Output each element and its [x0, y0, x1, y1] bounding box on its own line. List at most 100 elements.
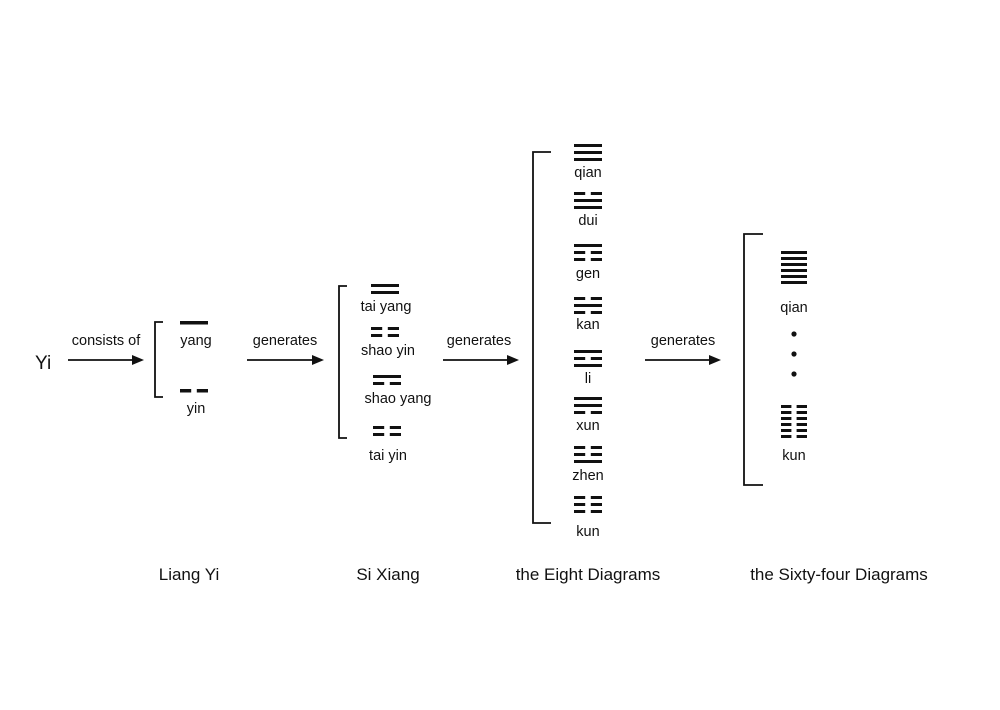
item-label-yin: yin: [187, 401, 206, 417]
symbol-kan: [574, 297, 602, 314]
symbol-xun: [574, 397, 602, 414]
edge-label: generates: [447, 333, 512, 349]
arrowhead-icon: [709, 355, 721, 365]
yin-line-segment: [574, 297, 586, 300]
edge-consists-of: consists of: [68, 333, 144, 365]
yin-line-segment: [796, 429, 807, 432]
yin-line-segment: [781, 429, 792, 432]
yin-line-segment: [574, 258, 586, 261]
yin-line-segment: [590, 251, 602, 254]
arrowhead-icon: [132, 355, 144, 365]
yin-line-segment: [590, 446, 602, 449]
yin-line-segment: [590, 453, 602, 456]
stage-title-sixty-four-diagrams: the Sixty-four Diagrams: [750, 565, 928, 584]
yin-line-segment: [781, 411, 792, 414]
group-liang-yi: yang yin: [180, 321, 212, 417]
stage-title-eight-diagrams: the Eight Diagrams: [516, 565, 661, 584]
arrowhead-icon: [312, 355, 324, 365]
item-label-kun: kun: [576, 524, 599, 540]
yin-line-segment: [796, 435, 807, 438]
yang-line: [781, 275, 807, 278]
yin-line-segment: [590, 297, 602, 300]
item-label-zhen: zhen: [572, 468, 603, 484]
ellipsis-dot: [791, 331, 797, 337]
symbol-hexagram-qian: [781, 251, 807, 284]
group-sixty-four-diagrams: qian kun: [780, 251, 808, 464]
yin-line-segment: [373, 433, 385, 436]
yang-line: [781, 251, 807, 254]
yin-line-segment: [590, 258, 602, 261]
yin-line-segment: [796, 405, 807, 408]
yin-line-segment: [373, 426, 385, 429]
yin-line-segment: [574, 496, 586, 499]
edge-label: consists of: [72, 333, 141, 349]
yin-line-segment: [590, 357, 602, 360]
yin-line-segment: [796, 417, 807, 420]
yang-line: [574, 350, 602, 353]
yin-line-segment: [590, 192, 602, 195]
yin-line-segment: [389, 433, 401, 436]
yin-line-segment: [781, 423, 792, 426]
yin-line-segment: [574, 357, 586, 360]
yang-line: [574, 158, 602, 161]
item-label-tai-yin: tai yin: [369, 448, 407, 464]
edge-label: generates: [651, 333, 716, 349]
item-label-kan: kan: [576, 317, 599, 333]
yang-line: [781, 269, 807, 272]
yang-line: [574, 460, 602, 463]
yin-line-segment: [371, 334, 383, 337]
yang-line: [574, 151, 602, 154]
bracket-sixty-four-diagrams: [743, 233, 763, 486]
yang-line: [574, 206, 602, 209]
symbol-kun: [574, 496, 602, 513]
bracket-si-xiang: [338, 285, 347, 439]
yin-line-segment: [590, 510, 602, 513]
yin-line-segment: [574, 503, 586, 506]
yin-line-segment: [371, 327, 383, 330]
item-label-qian: qian: [574, 165, 601, 181]
yin-line-segment: [196, 389, 208, 393]
symbol-shao-yin: [371, 327, 399, 337]
symbol-yin: [180, 389, 208, 393]
yin-line-segment: [781, 405, 792, 408]
item-label-xun: xun: [576, 418, 599, 434]
ellipsis-dots: [791, 331, 797, 377]
yin-line-segment: [389, 426, 401, 429]
yang-line: [373, 375, 401, 378]
yin-line-segment: [180, 389, 192, 393]
bracket-liang-yi: [154, 321, 163, 398]
yang-line: [574, 244, 602, 247]
symbol-dui: [574, 192, 602, 209]
yang-line: [574, 397, 602, 400]
yin-line-segment: [574, 453, 586, 456]
yin-line-segment: [796, 423, 807, 426]
yin-line-segment: [574, 411, 586, 414]
yin-line-segment: [590, 503, 602, 506]
yang-line: [574, 404, 602, 407]
yin-line-segment: [574, 192, 586, 195]
item-label-yang: yang: [180, 333, 211, 349]
yin-line-segment: [781, 435, 792, 438]
item-label-li: li: [585, 371, 591, 387]
yang-line: [574, 199, 602, 202]
yin-line-segment: [574, 446, 586, 449]
yin-line-segment: [781, 417, 792, 420]
yin-line-segment: [574, 510, 586, 513]
root-label: Yi: [35, 353, 51, 374]
symbol-gen: [574, 244, 602, 261]
item-label-shao-yin: shao yin: [361, 343, 415, 359]
item-label-hexagram-kun: kun: [782, 448, 805, 464]
yang-line: [574, 304, 602, 307]
ellipsis-dot: [791, 371, 797, 377]
item-label-gen: gen: [576, 266, 600, 282]
group-si-xiang: tai yang shao yin shao yang tai yin: [361, 284, 431, 464]
edge-generates-3: generates: [645, 333, 721, 365]
yin-line-segment: [574, 311, 586, 314]
symbol-tai-yin: [373, 426, 401, 436]
yin-line-segment: [590, 311, 602, 314]
arrowhead-icon: [507, 355, 519, 365]
group-eight-diagrams: qian dui gen kan li xun zhen kun: [572, 144, 604, 540]
stage-title-si-xiang: Si Xiang: [356, 565, 419, 584]
symbol-hexagram-kun: [781, 405, 807, 438]
